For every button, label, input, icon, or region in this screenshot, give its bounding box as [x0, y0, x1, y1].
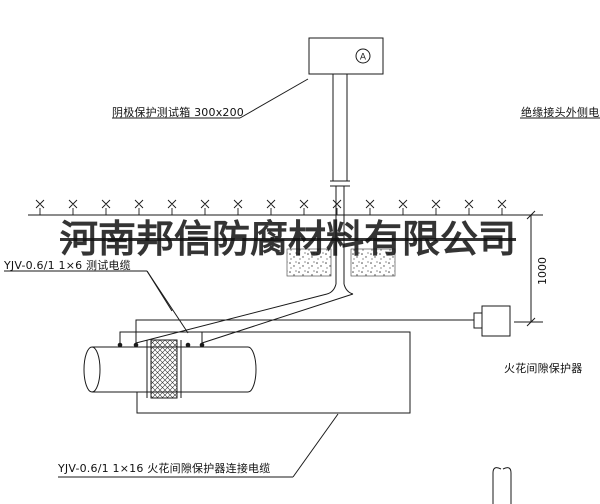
concrete-blocks — [286, 248, 396, 277]
ammeter-circle — [355, 48, 371, 64]
dimension-line — [514, 210, 543, 327]
dimension-value-1000: 1000 — [536, 257, 549, 285]
company-watermark: 河南邦信防腐材料有限公司 — [60, 216, 517, 261]
label-connection-cable: YJV-0.6/1 1×16 火花间隙保护器连接电缆 — [58, 462, 271, 475]
label-insulated-joint-cable: 绝缘接头外侧电缆 — [521, 106, 600, 119]
ground-hatch-marks — [35, 199, 507, 215]
label-test-box: 阴极保护测试箱 300x200 — [112, 106, 244, 119]
test-cables — [135, 293, 354, 344]
insulating-joint — [146, 339, 182, 399]
protector-cables — [119, 319, 474, 414]
conduit — [326, 74, 354, 295]
spark-gap-protector — [473, 305, 511, 337]
leader-lines — [4, 78, 600, 478]
label-spark-gap-protector: 火花间隙保护器 — [504, 362, 583, 375]
ground-surface — [28, 199, 520, 216]
test-box: A — [308, 37, 384, 75]
ammeter-symbol: A — [360, 53, 367, 63]
label-test-cable: YJV-0.6/1 1×6 测试电缆 — [4, 259, 131, 272]
pipe-riser-symbol — [492, 467, 512, 504]
